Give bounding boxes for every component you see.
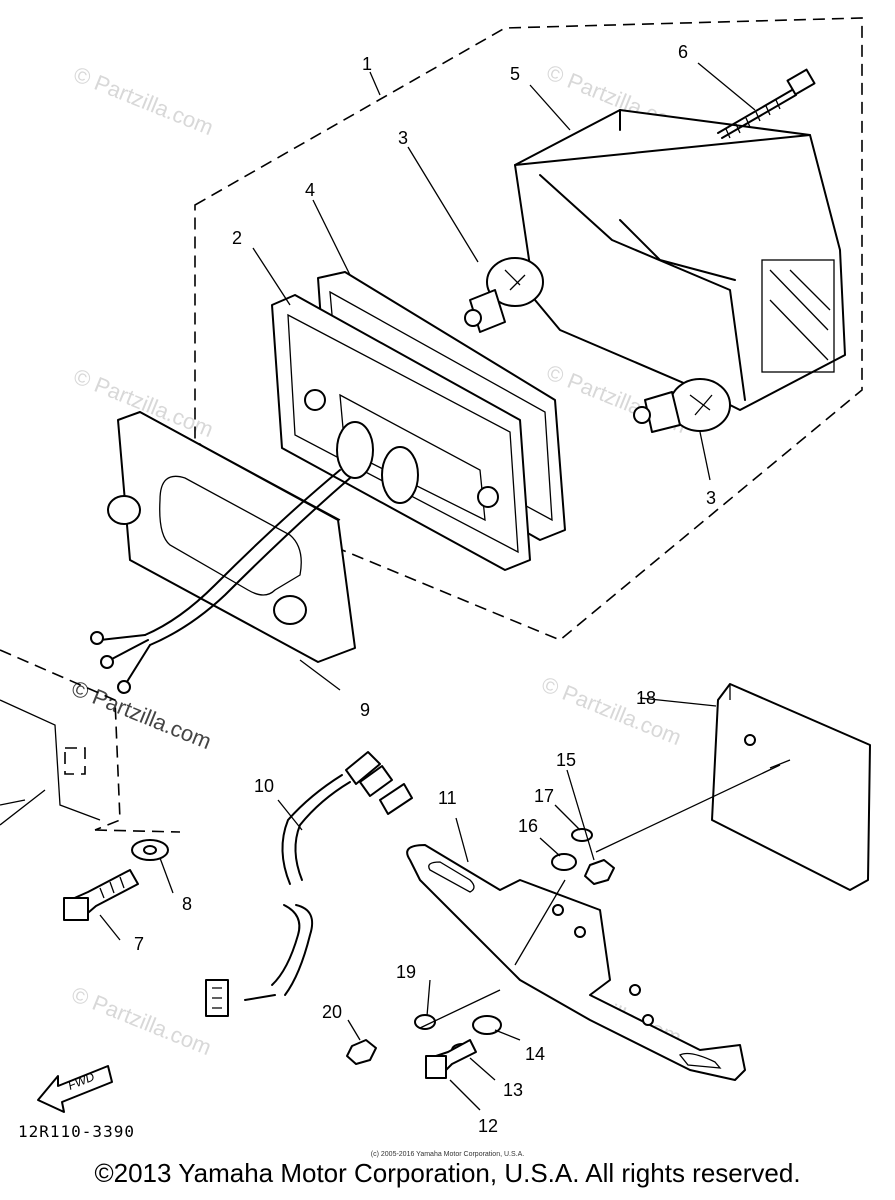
nut-15	[584, 859, 615, 885]
watermark: © Partzilla.com	[68, 981, 215, 1060]
license-light	[711, 683, 871, 891]
leader-lines	[99, 62, 781, 1111]
bolt-7	[63, 869, 139, 921]
bulb-lower	[633, 378, 731, 433]
callout-14: 14	[525, 1044, 545, 1064]
lock-washer-17	[571, 828, 593, 842]
part-number: 12R110-3390	[18, 1122, 135, 1141]
washer-8	[131, 839, 169, 861]
callout-8: 8	[182, 894, 192, 914]
callout-20: 20	[322, 1002, 342, 1022]
callout-1: 1	[362, 54, 372, 74]
callout-17: 17	[534, 786, 554, 806]
wire-harness	[205, 751, 413, 1017]
copyright: ©2013 Yamaha Motor Corporation, U.S.A. A…	[94, 1158, 801, 1188]
hardware	[346, 828, 615, 1079]
bulb-upper	[464, 257, 544, 333]
watermark: © Partzilla.com	[70, 61, 217, 140]
lead-wires	[90, 469, 351, 694]
callout-19: 19	[396, 962, 416, 982]
callout-2: 2	[232, 228, 242, 248]
washer-16	[551, 853, 577, 871]
callout-12: 12	[478, 1116, 498, 1136]
forward-arrow-icon: FWD	[37, 1065, 113, 1113]
small-copyright: (c) 2005-2016 Yamaha Motor Corporation, …	[370, 1151, 525, 1158]
callout-5: 5	[510, 64, 520, 84]
fender-outline	[0, 649, 181, 833]
callout-16: 16	[518, 816, 538, 836]
callout-7: 7	[134, 934, 144, 954]
washer-19	[414, 1014, 436, 1030]
callout-4: 4	[305, 180, 315, 200]
base-plate	[107, 411, 356, 663]
screw-6	[717, 68, 816, 139]
callout-15: 15	[556, 750, 576, 770]
washer-14	[472, 1015, 502, 1035]
callout-10: 10	[254, 776, 274, 796]
callout-9: 9	[360, 700, 370, 720]
callouts: 1 2 3 3 4 5 6 7 8 9 10 11 12 13 14 15 16…	[134, 42, 716, 1136]
lens	[271, 294, 531, 571]
callout-3-upper: 3	[398, 128, 408, 148]
taillight-housing	[514, 109, 846, 411]
nut-20	[346, 1039, 377, 1065]
callout-6: 6	[678, 42, 688, 62]
callout-18: 18	[636, 688, 656, 708]
callout-13: 13	[503, 1080, 523, 1100]
callout-3-lower: 3	[706, 488, 716, 508]
bracket	[406, 844, 746, 1081]
watermark: © Partzilla.com	[538, 671, 685, 750]
callout-11: 11	[438, 788, 457, 808]
watermark: © Partzilla.com	[68, 675, 215, 754]
